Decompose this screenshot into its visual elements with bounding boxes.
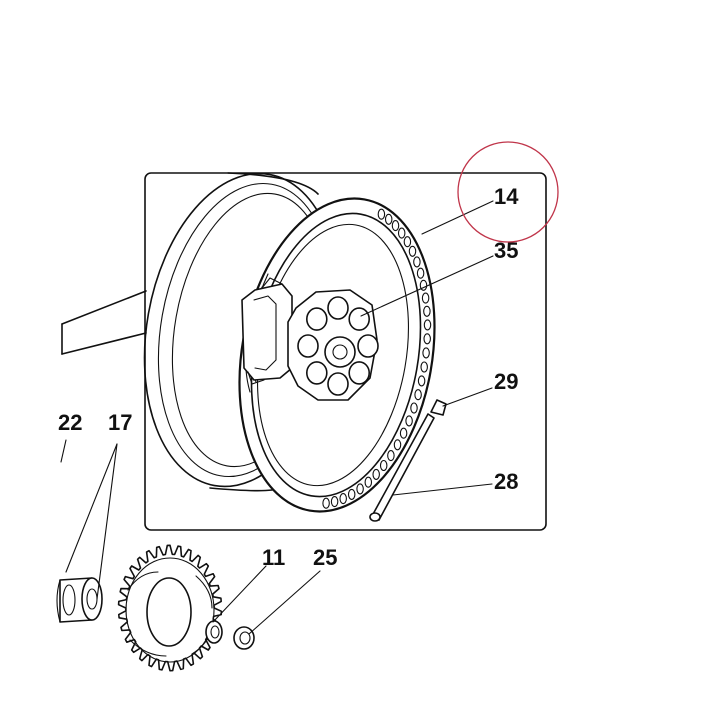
callout-25: 25 bbox=[313, 545, 337, 570]
leader-28 bbox=[392, 483, 493, 496]
rim-hole bbox=[364, 476, 373, 488]
rim-hole bbox=[410, 402, 418, 414]
rear-sprocket bbox=[117, 544, 223, 672]
rim-hole bbox=[397, 227, 406, 239]
spacer-washer bbox=[233, 626, 255, 650]
rim-hole bbox=[414, 389, 422, 401]
leader-25 bbox=[248, 570, 321, 635]
leader-14 bbox=[421, 200, 494, 235]
sprocket-nut bbox=[205, 620, 223, 644]
rim-hole bbox=[422, 347, 430, 359]
hub-bolt bbox=[357, 334, 379, 358]
rim-hole bbox=[416, 267, 425, 279]
rim-hole bbox=[399, 427, 408, 439]
rim-hole bbox=[384, 213, 393, 225]
wheel-bearings bbox=[56, 577, 103, 623]
callout-14: 14 bbox=[494, 184, 519, 209]
rim-hole bbox=[408, 245, 417, 257]
leader-35 bbox=[360, 255, 494, 317]
rim-hole bbox=[423, 319, 432, 331]
hub-center bbox=[324, 336, 356, 368]
rim-hole bbox=[356, 483, 364, 495]
leader-lines bbox=[60, 200, 494, 635]
rim-hole bbox=[330, 496, 339, 508]
callout-22: 22 bbox=[58, 410, 82, 435]
hub-bolt bbox=[305, 361, 328, 385]
highlight-circle bbox=[457, 141, 559, 243]
leader-11 bbox=[212, 565, 267, 623]
leader-22 bbox=[60, 439, 67, 463]
callout-labels: 14 35 29 28 22 17 11 25 bbox=[58, 184, 519, 570]
rim-hole bbox=[403, 236, 412, 248]
rim-hole bbox=[372, 468, 380, 480]
rim-hole bbox=[377, 208, 386, 220]
rim-hole bbox=[421, 292, 430, 304]
rim-hole bbox=[387, 450, 395, 462]
callout-11: 11 bbox=[262, 545, 285, 570]
rim-hole bbox=[347, 488, 356, 500]
hub-bolt bbox=[305, 307, 328, 331]
rim-hole bbox=[423, 333, 431, 345]
hub-bolt bbox=[327, 372, 349, 396]
rim-hole bbox=[391, 220, 400, 232]
rim-hole bbox=[379, 459, 388, 472]
rim-hole bbox=[423, 305, 431, 317]
rim-hole bbox=[339, 493, 347, 505]
hub-bolt bbox=[348, 361, 371, 385]
leader-17b bbox=[96, 443, 118, 600]
rim-hole bbox=[405, 415, 413, 427]
rim-hole bbox=[413, 256, 421, 268]
wheel-spindle bbox=[369, 399, 447, 522]
rim-hole bbox=[322, 497, 330, 509]
rim-hole bbox=[420, 361, 428, 373]
hub-bolt bbox=[297, 334, 319, 358]
callout-17: 17 bbox=[108, 410, 132, 435]
rim-hole bbox=[393, 439, 402, 451]
callout-28: 28 bbox=[494, 469, 518, 494]
rim-hole bbox=[417, 375, 426, 387]
hub-bolt bbox=[327, 296, 349, 320]
hub-bolt bbox=[348, 307, 371, 331]
callout-29: 29 bbox=[494, 369, 518, 394]
swingarm-outline bbox=[61, 290, 147, 355]
rim-hole-group bbox=[322, 208, 432, 509]
hub-bolt-group bbox=[297, 296, 379, 396]
leader-29 bbox=[442, 387, 493, 407]
leader-17a bbox=[65, 443, 118, 573]
